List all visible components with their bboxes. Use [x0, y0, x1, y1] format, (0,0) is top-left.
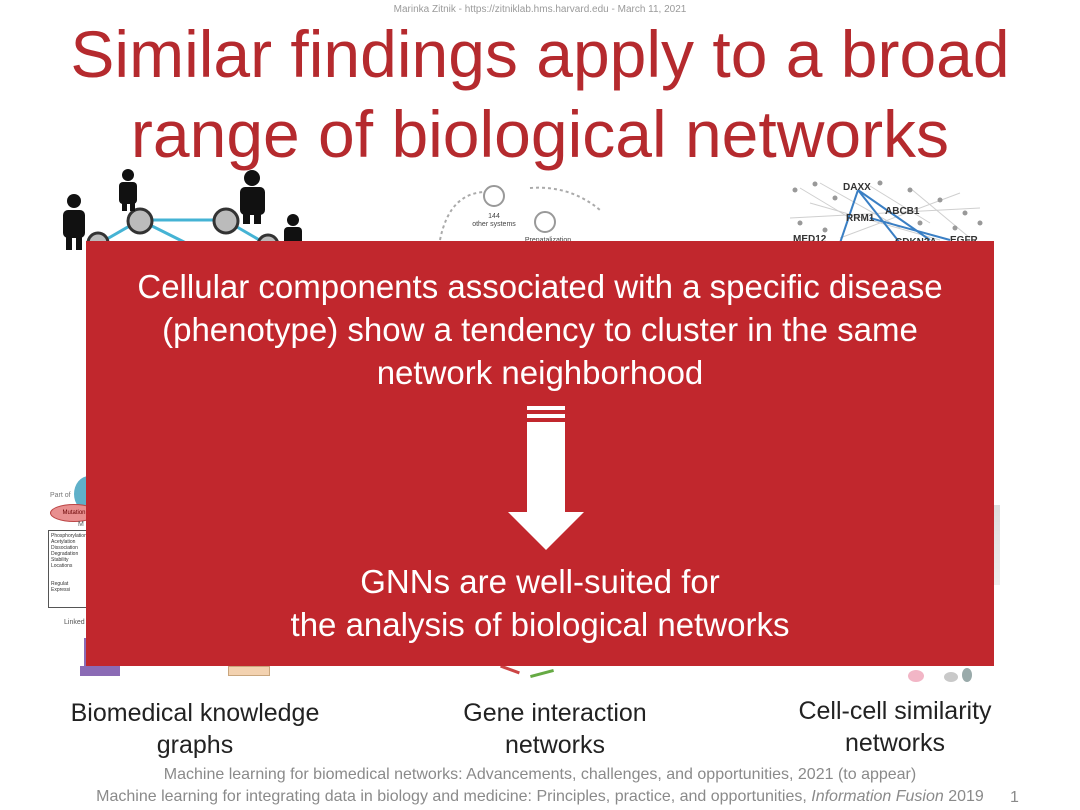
slide-title: Similar findings apply to a broad range … — [0, 14, 1080, 174]
bar-fragment — [80, 666, 120, 676]
knowledge-graph-fragment: Part of Mutation M Phosphorylation Acety… — [46, 470, 104, 680]
title-line-2: range of biological networks — [130, 97, 950, 171]
key-message-box: Cellular components associated with a sp… — [86, 241, 994, 666]
m-label: M — [78, 521, 84, 528]
node-count-label: 144 — [488, 213, 500, 220]
caption-knowledge-graphs: Biomedical knowledge graphs — [70, 699, 320, 759]
caption-gene-interaction: Gene interaction networks — [463, 699, 647, 759]
linked-label: Linked — [64, 619, 85, 626]
person-icon — [63, 194, 85, 250]
people-network-figure — [63, 169, 302, 250]
box-fragment — [228, 666, 270, 676]
slide-credit: Marinka Zitnik - https://zitniklab.hms.h… — [393, 4, 687, 15]
gene-label: MED12 — [793, 234, 827, 245]
person-icon — [240, 170, 265, 224]
reference-2: Machine learning for integrating data in… — [96, 788, 984, 805]
gene-figure-fragment — [490, 664, 580, 686]
person-icon — [119, 169, 137, 211]
gene-label: EGFR — [950, 235, 979, 246]
page-number: 1 — [1010, 789, 1019, 806]
caption-cell-similarity: Cell-cell similarity networks — [798, 697, 992, 757]
reference-1: Machine learning for biomedical networks… — [163, 766, 917, 783]
key-statement: Cellular components associated with a sp… — [137, 268, 943, 391]
gene-label: ABCB1 — [885, 206, 920, 217]
part-of-label: Part of — [50, 492, 71, 499]
graph-node — [212, 207, 240, 235]
gene-label: DAXX — [843, 182, 871, 193]
cycle-diagram-figure: 144 other systems Prenatalization — [439, 185, 601, 244]
cell-figure-fragment — [900, 668, 980, 692]
stage-label: Prenatalization — [525, 237, 571, 244]
gene-network-figure: DAXX ABCB1 RRM1 MED12 CDKN2A EGFR — [789, 180, 983, 246]
arrow-down-icon — [508, 406, 584, 550]
figure-fragment — [994, 505, 1000, 585]
graph-node — [126, 207, 154, 235]
gene-label: RRM1 — [846, 213, 875, 224]
title-line-1: Similar findings apply to a broad — [70, 17, 1010, 91]
relation-list: Phosphorylation Acetylation Dissociation… — [48, 530, 91, 608]
node-sublabel: other systems — [472, 221, 516, 228]
conclusion-statement: GNNs are well-suited for the analysis of… — [290, 563, 790, 643]
